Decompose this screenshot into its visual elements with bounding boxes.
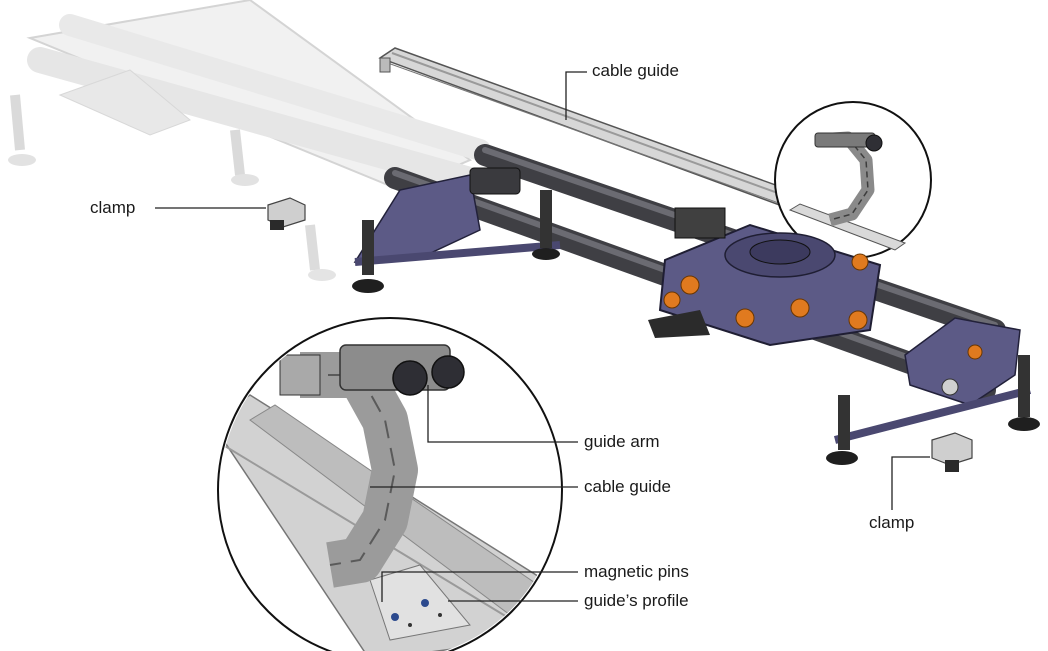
right-end-bracket bbox=[826, 317, 1040, 465]
label-guide-arm: guide arm bbox=[584, 432, 660, 451]
label-cable-guide-detail: cable guide bbox=[584, 477, 671, 496]
label-cable-guide-top: cable guide bbox=[592, 61, 679, 80]
label-guides-profile: guide’s profile bbox=[584, 591, 689, 610]
ghost-slider-illustration bbox=[8, 0, 491, 281]
leader-cable-guide-top bbox=[565, 71, 587, 120]
clamp-left-illustration bbox=[267, 197, 306, 230]
clamp-right-illustration bbox=[931, 432, 973, 472]
label-clamp-left: clamp bbox=[90, 198, 136, 217]
magnifier-detail bbox=[217, 317, 563, 651]
leader-clamp-right bbox=[891, 456, 930, 510]
magnifier-small bbox=[774, 101, 932, 259]
leader-magnetic-pins bbox=[381, 571, 578, 602]
leader-guide-arm bbox=[427, 385, 578, 443]
leader-lines bbox=[155, 71, 930, 602]
label-clamp-right: clamp bbox=[869, 513, 915, 532]
label-magnetic-pins: magnetic pins bbox=[584, 562, 689, 581]
left-end-bracket bbox=[352, 167, 561, 293]
slider-carriage bbox=[648, 207, 882, 347]
